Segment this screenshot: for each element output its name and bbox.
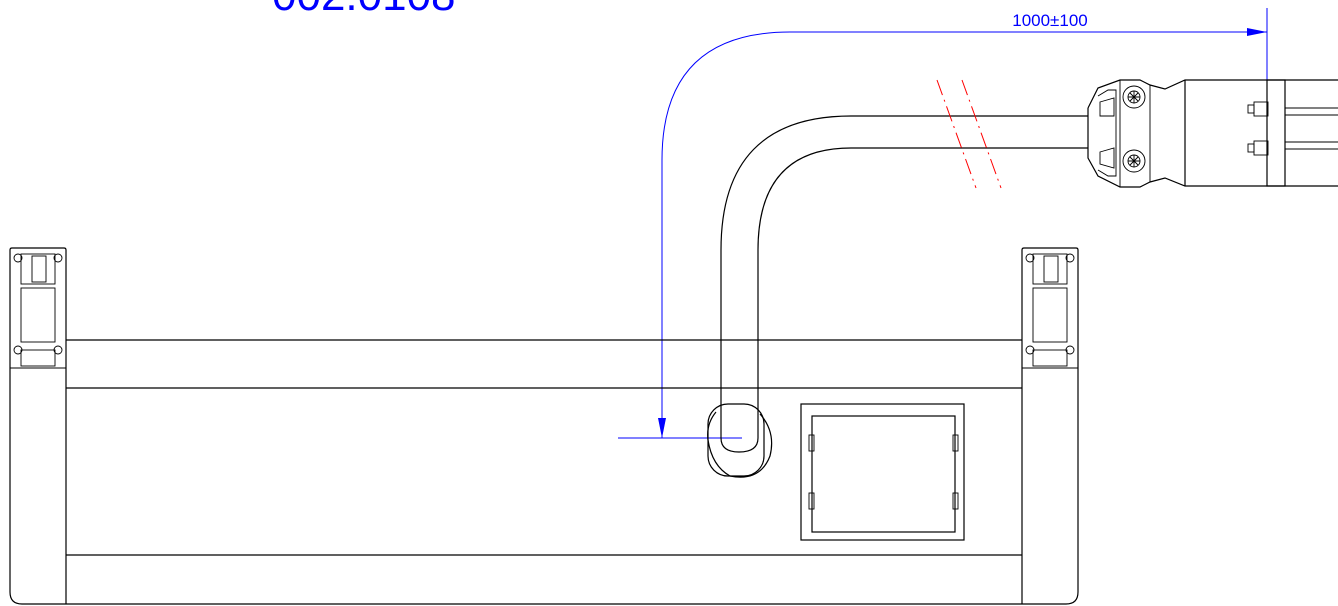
cable-break-marks (936, 79, 1002, 189)
terminal-box-clip-2 (808, 492, 815, 510)
bracket-right-bottom-slot (1032, 349, 1068, 367)
dimension-label: 1000±100 (1012, 11, 1088, 30)
cable-outer-edge (720, 115, 1088, 438)
end-bracket-left (9, 247, 67, 367)
length-dimension: 1000±100 (618, 8, 1268, 439)
bracket-left-window (20, 287, 56, 343)
dimension-arrow-bottom (658, 418, 666, 438)
housing-outline (9, 250, 1079, 605)
bracket-right-window (1032, 287, 1068, 343)
connector-screw-top-icon (1122, 85, 1146, 109)
connector (1087, 79, 1338, 188)
gland-body (707, 411, 773, 478)
gland-nut (707, 403, 765, 477)
cable (720, 115, 1088, 438)
connector-latch-frame (1097, 89, 1117, 177)
break-line-2 (961, 79, 1002, 189)
terminal-box-clip-3 (952, 434, 959, 452)
bracket-right-hole-1 (1025, 253, 1035, 263)
end-bracket-right (1021, 247, 1079, 367)
bracket-left-top-slot (20, 253, 56, 285)
dimension-line (661, 31, 1267, 438)
gland-cable-end (720, 437, 759, 453)
terminal-box-clip-1 (808, 434, 815, 452)
connector-face (1266, 79, 1286, 187)
bracket-right-top (1021, 247, 1079, 251)
connector-contacts (1285, 107, 1338, 150)
bracket-right-key (1043, 255, 1059, 283)
bracket-left-top (9, 247, 67, 251)
connector-latch-top (1099, 97, 1115, 117)
connector-body-lower (1087, 108, 1338, 188)
connector-screw-bottom-icon (1122, 149, 1146, 173)
connector-pin-top-icon (1247, 101, 1269, 117)
connector-latch-bottom (1099, 147, 1115, 169)
bracket-left-hole-1 (13, 253, 23, 263)
part-number: 002.0108 (272, 0, 456, 20)
connector-body-upper (1087, 79, 1338, 109)
terminal-box (800, 403, 965, 541)
cable-gland (707, 403, 773, 478)
bracket-left-key (31, 255, 47, 283)
cable-inner-edge (757, 147, 1088, 438)
connector-housing-ribs (1119, 80, 1151, 187)
terminal-box-outer (800, 403, 965, 541)
break-line-1 (936, 79, 977, 189)
connector-pin-bottom-icon (1247, 140, 1269, 156)
dimension-arrow-right (1247, 28, 1267, 36)
bracket-left-hole-2 (53, 253, 63, 263)
terminal-box-cover (811, 415, 956, 533)
bracket-left-bottom-slot (20, 349, 56, 367)
bracket-right-hole-2 (1065, 253, 1075, 263)
terminal-box-clip-4 (952, 492, 959, 510)
bracket-right-top-slot (1032, 253, 1068, 285)
housing (9, 250, 1079, 605)
